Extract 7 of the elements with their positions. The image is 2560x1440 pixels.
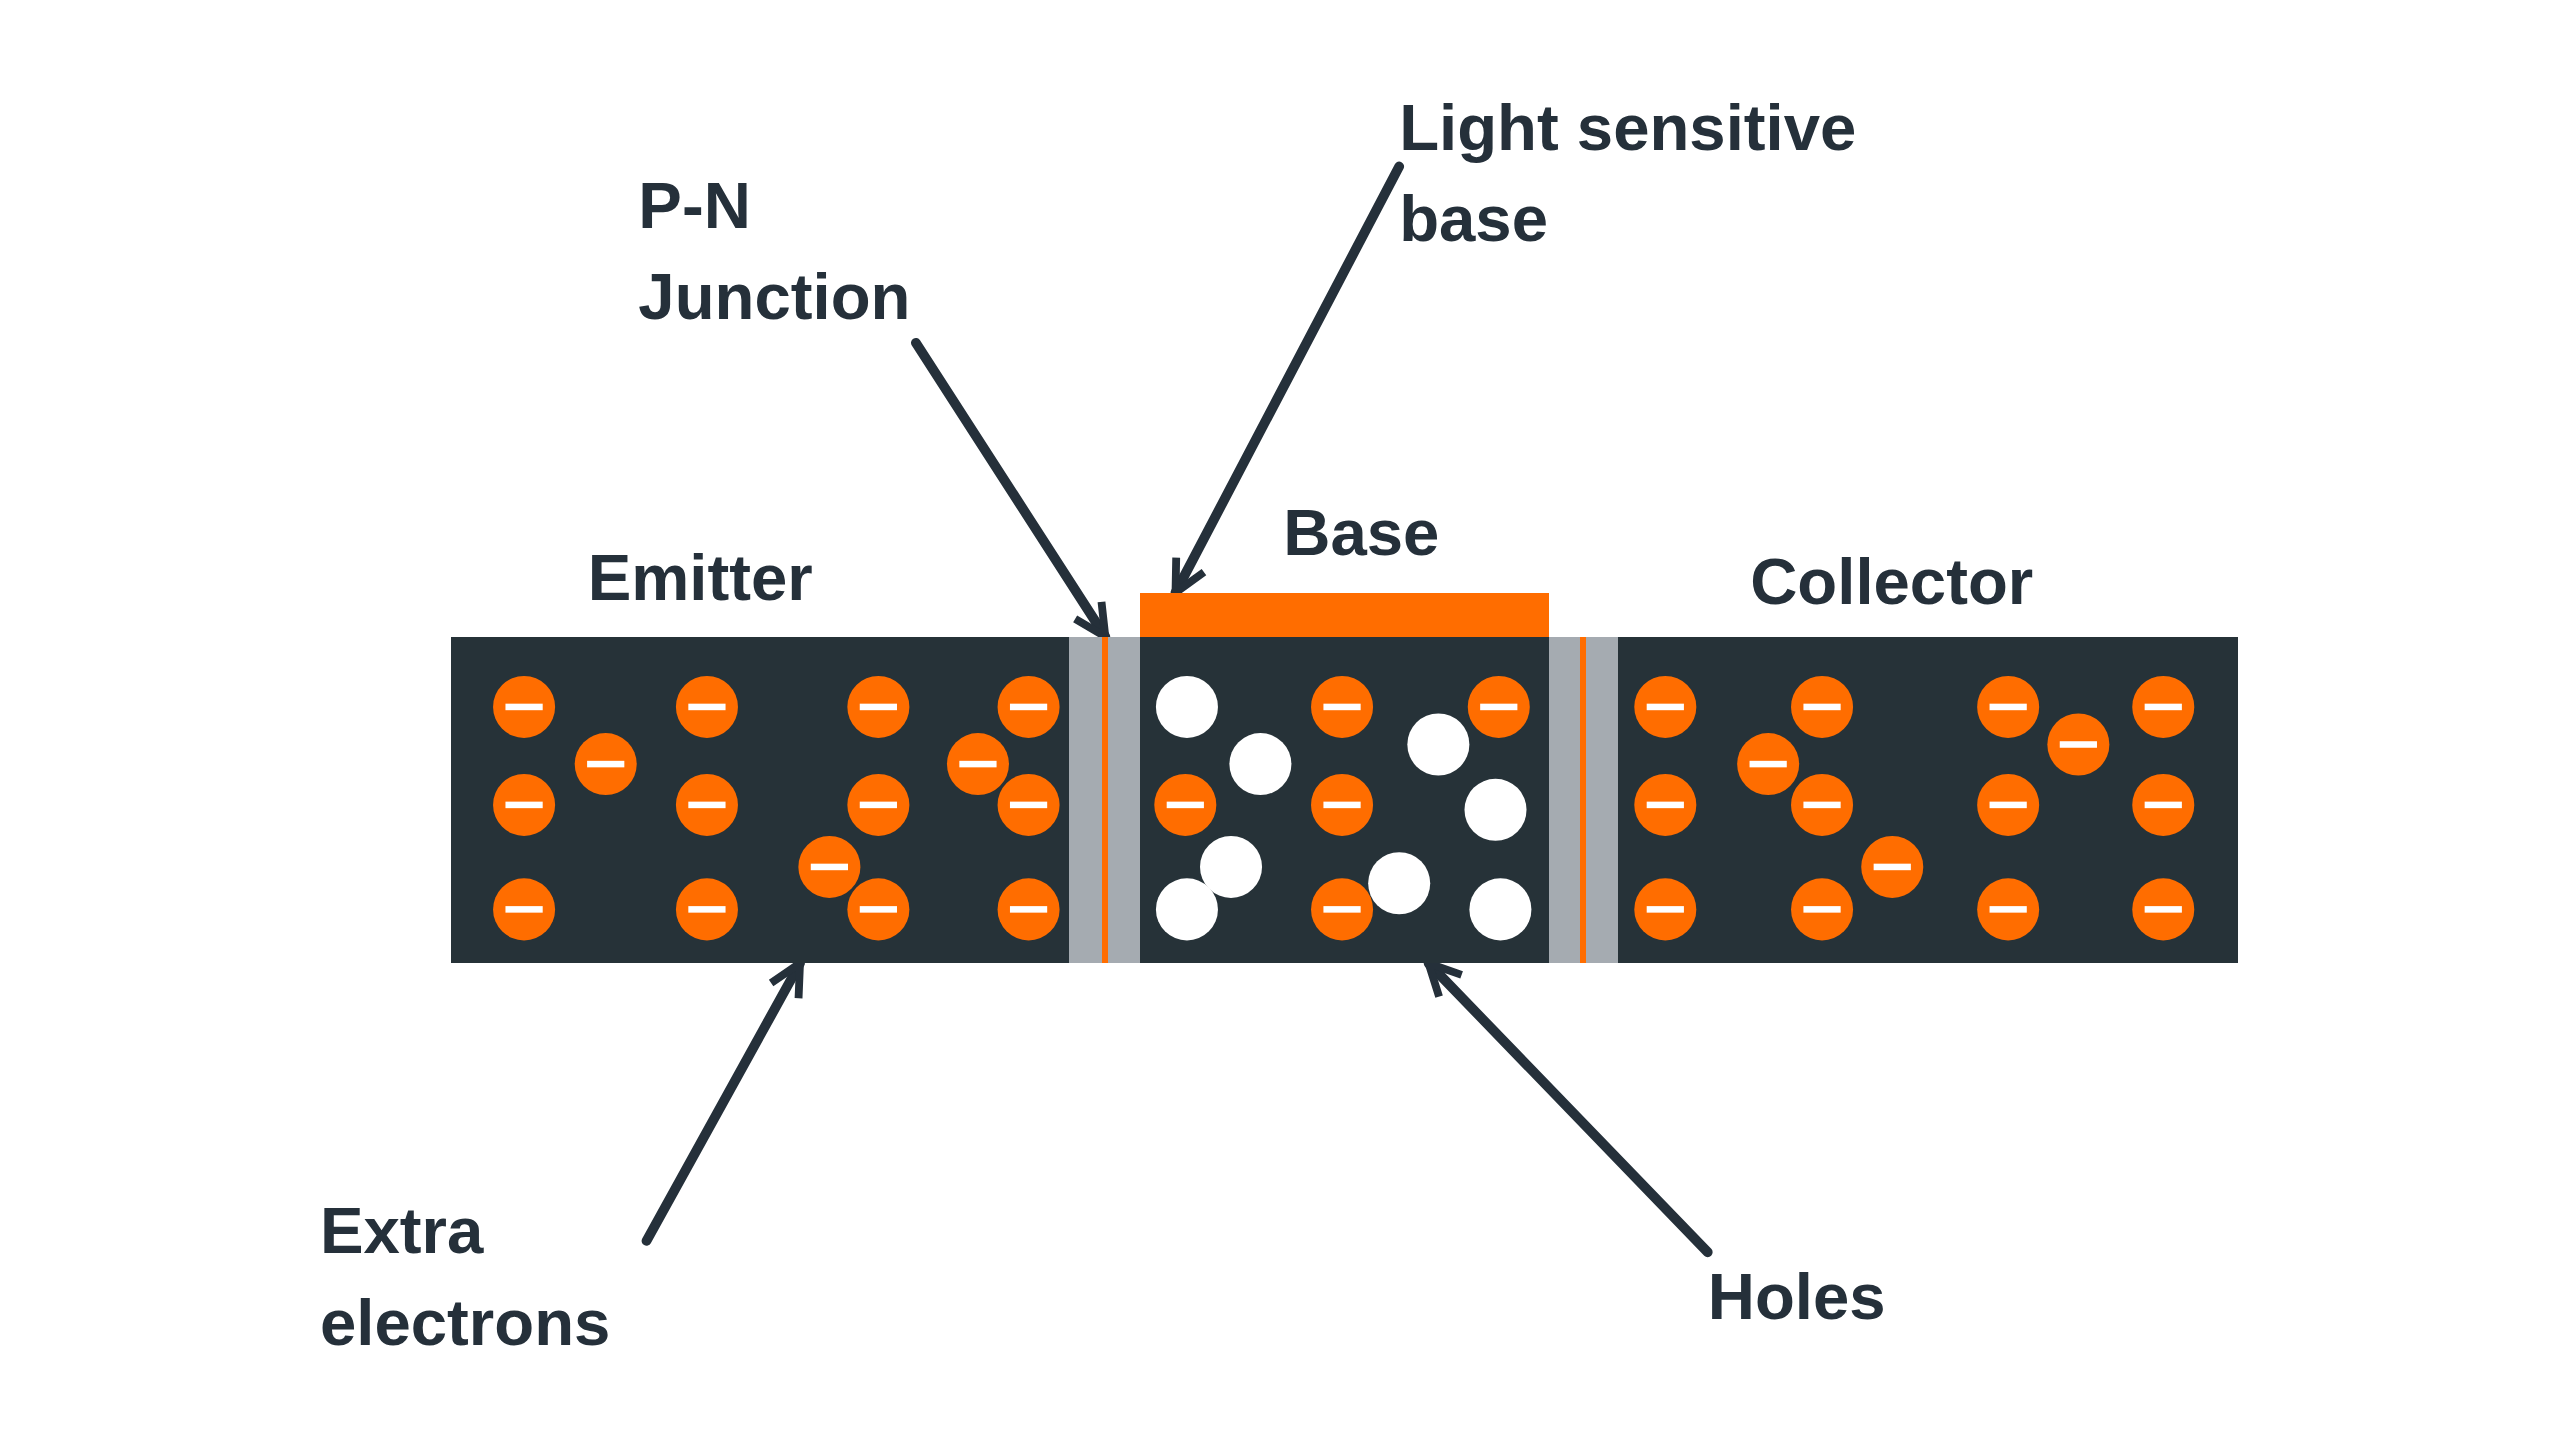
callout-label: Holes bbox=[1707, 1250, 1886, 1343]
region-label: Emitter bbox=[587, 540, 813, 617]
callout-label: Light sensitive base bbox=[1399, 81, 1987, 265]
callout-label: P-N Junction bbox=[638, 160, 965, 343]
region-label: Collector bbox=[1750, 543, 2034, 620]
region-label: Base bbox=[1283, 494, 1440, 571]
callout-label: Extra electrons bbox=[320, 1185, 647, 1369]
